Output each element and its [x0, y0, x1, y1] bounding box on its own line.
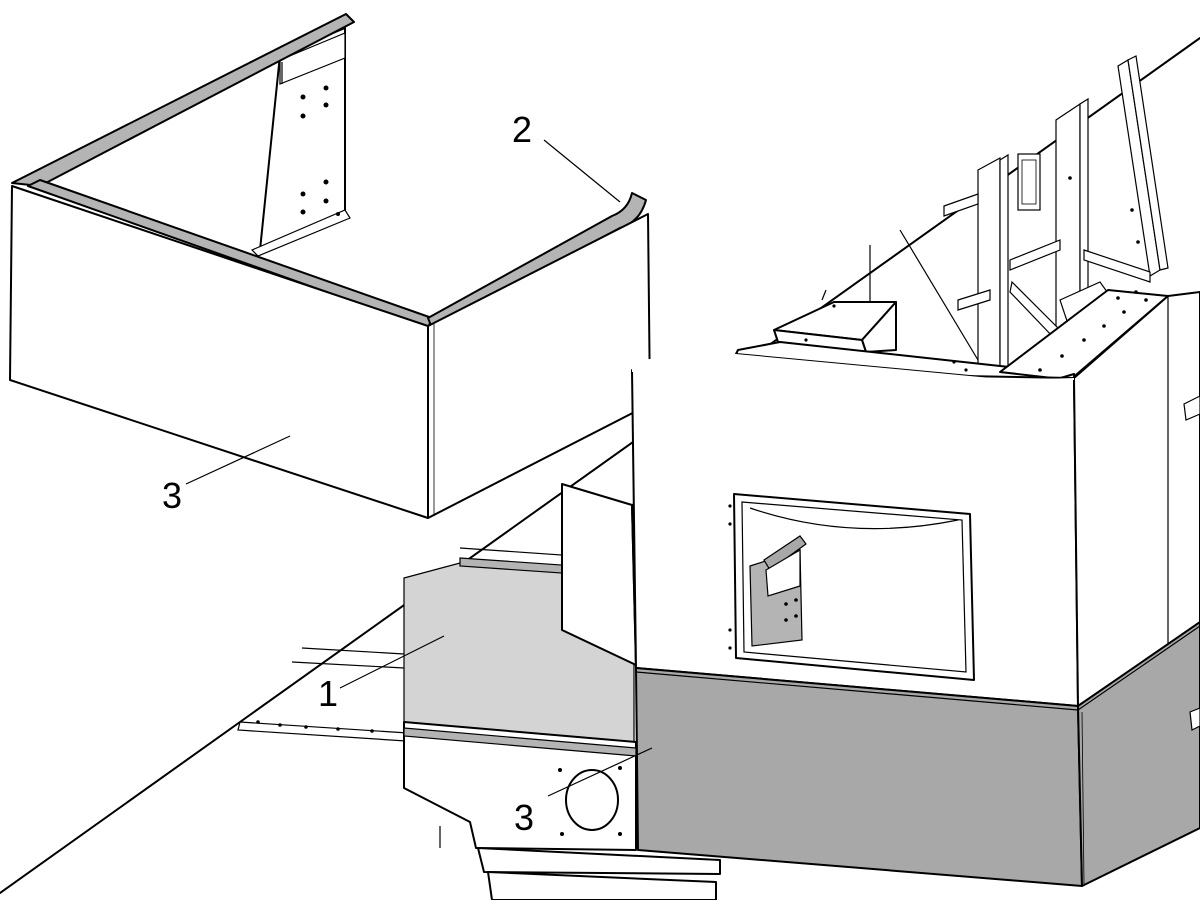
window-bracket: [763, 535, 807, 571]
cabinet-window: [728, 493, 975, 681]
leader-line-2: [543, 139, 621, 203]
upper-frame-structure: [869, 55, 1169, 373]
detached-skirt-assembly: [9, 13, 651, 519]
installed-assembly-view: [237, 55, 1200, 900]
top-plate-holes: [952, 290, 1148, 372]
callout-label-1: 1: [318, 673, 338, 714]
skirt-top-bracket: [279, 32, 346, 85]
leader-line-3-bottom: [547, 747, 653, 797]
callout-label-3-bottom: 3: [514, 797, 534, 838]
top-shelf-box: [773, 289, 897, 353]
base-pedestal: [477, 847, 721, 875]
skirt-mounting-holes: [300, 85, 329, 215]
skirt-bottom-rail: [250, 209, 351, 257]
installed-skirt-side: [1077, 621, 1200, 887]
callout-label-3-top: 3: [162, 475, 182, 516]
callout-label-2: 2: [512, 109, 532, 150]
installed-skirt-front: [635, 667, 1083, 887]
leader-line-1: [339, 635, 445, 689]
base-port-opening: [565, 769, 619, 831]
leader-line-3-top: [185, 435, 291, 485]
